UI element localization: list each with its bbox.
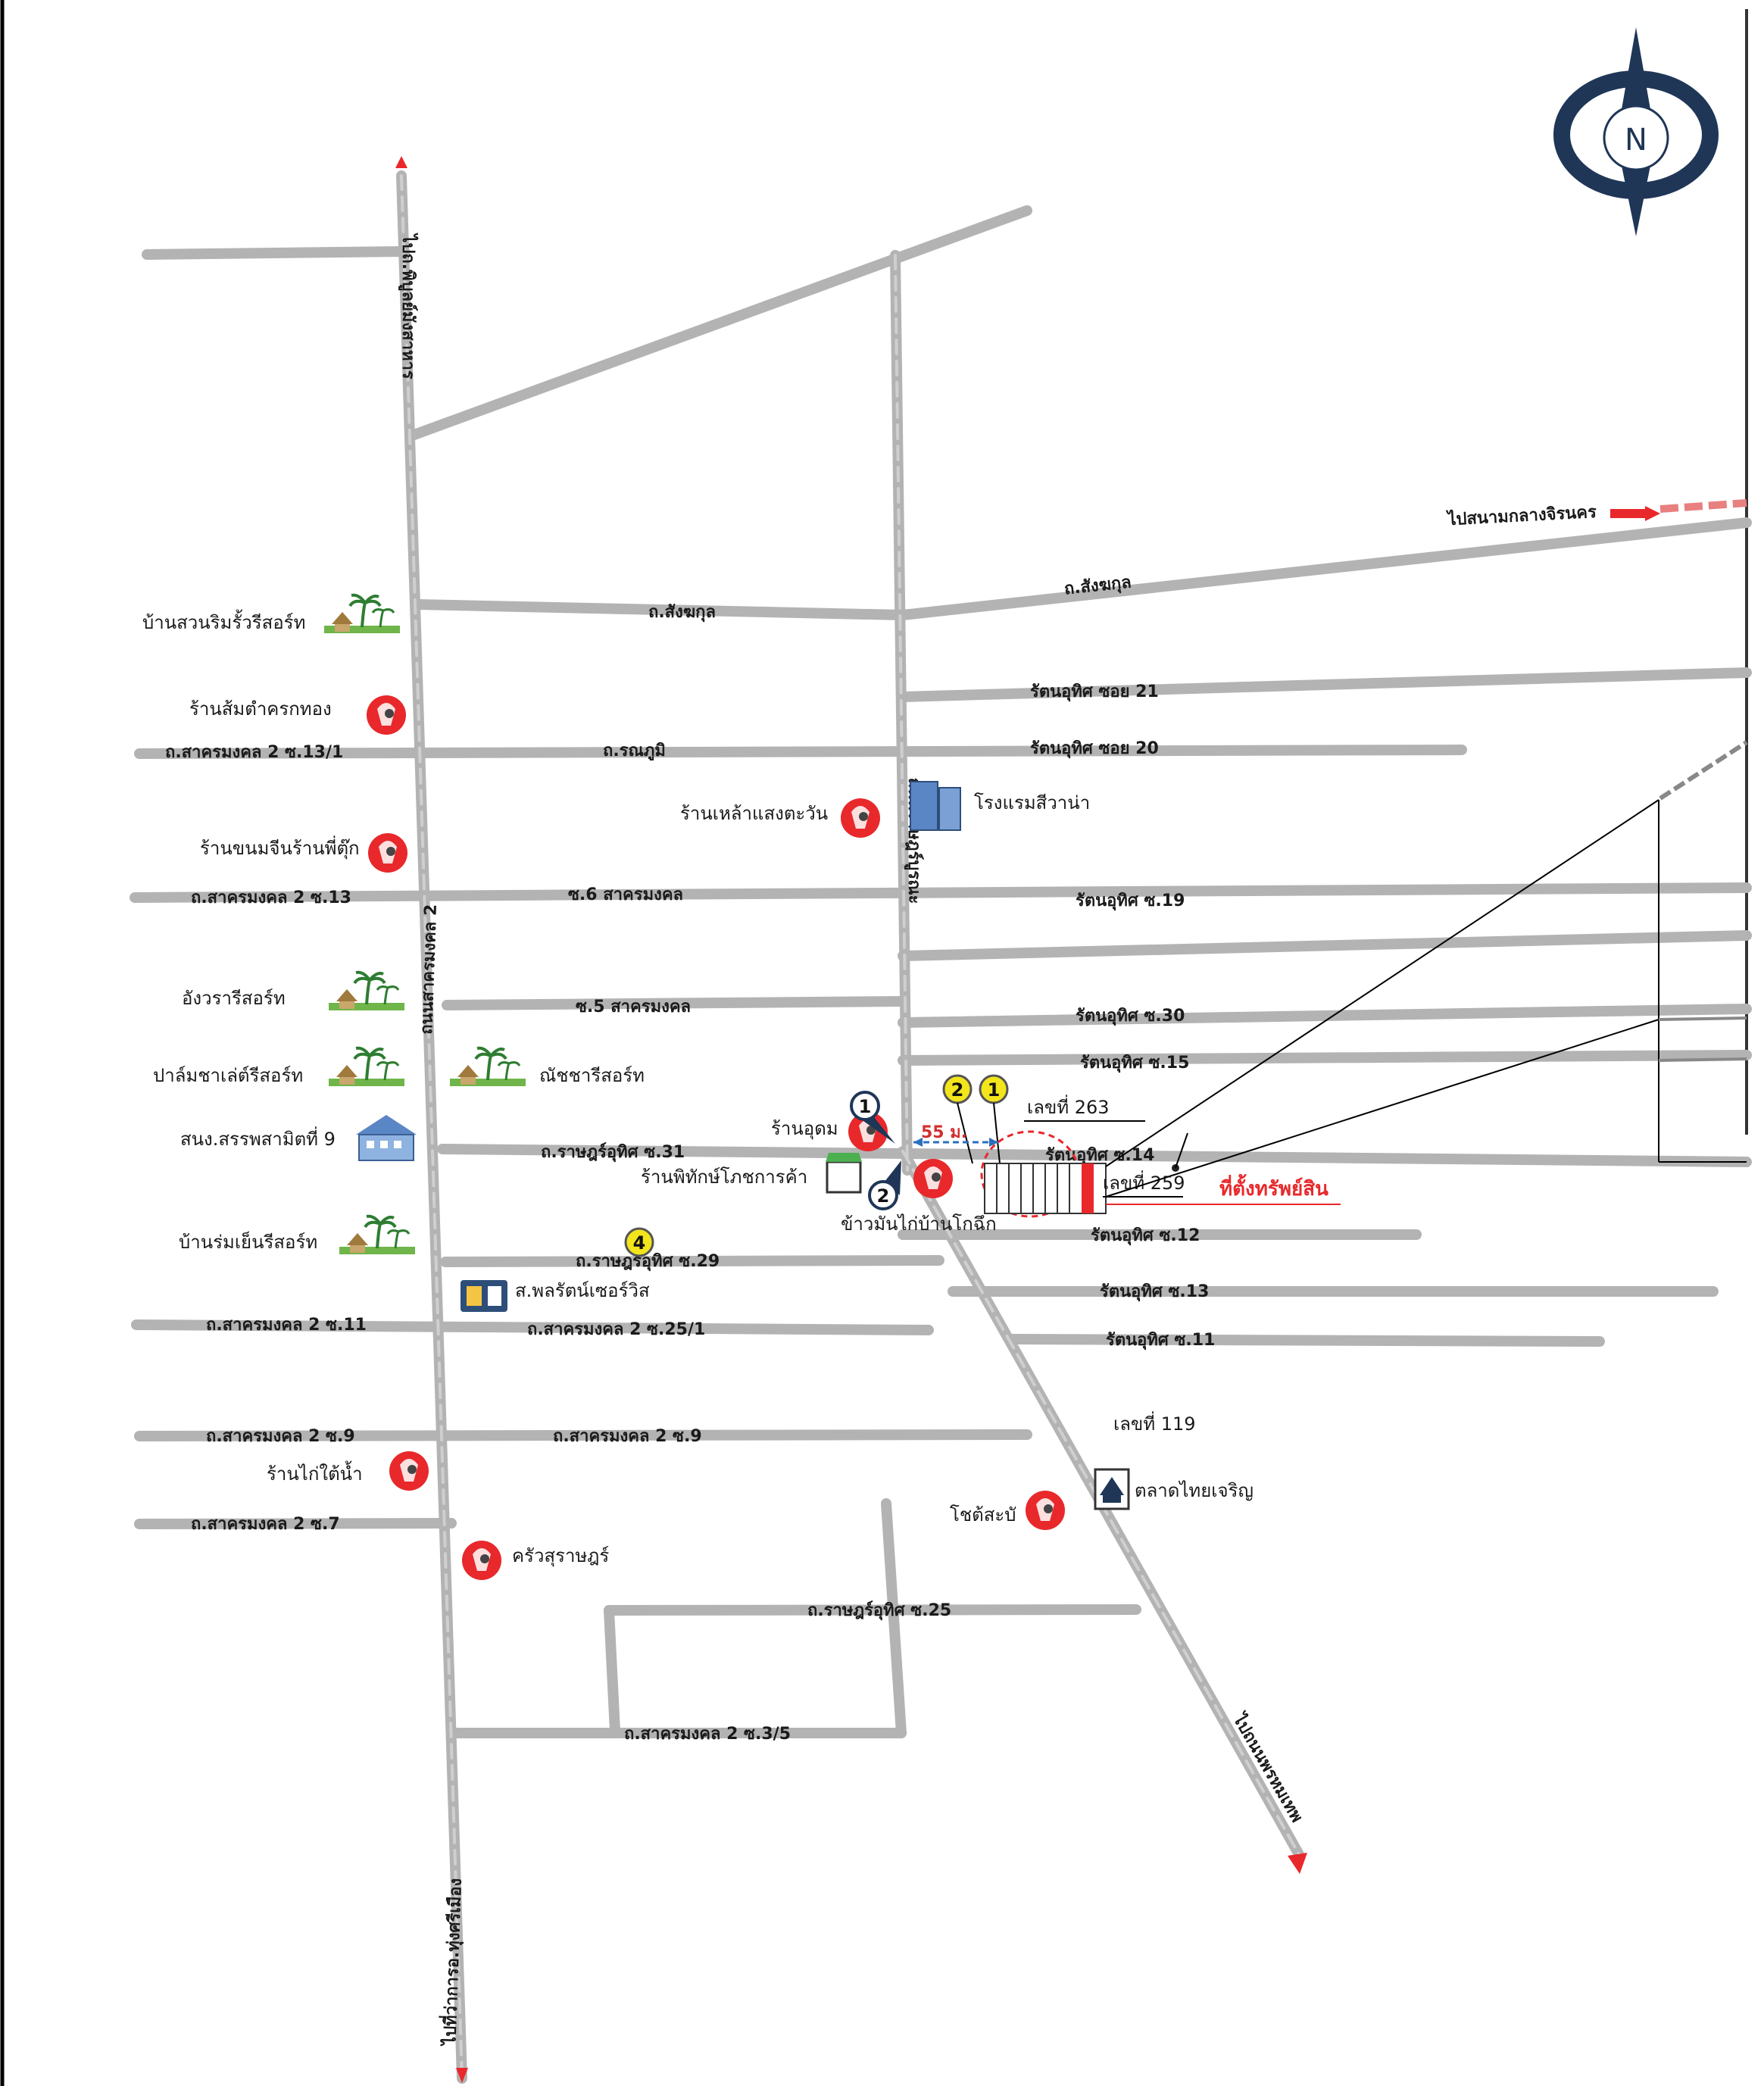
restaurant-pin-icon	[913, 1159, 953, 1198]
road-network	[130, 170, 1752, 2084]
office-building-icon	[356, 1115, 417, 1161]
road-label-sakhon-13-1: ถ.สาครมงคล 2 ซ.13/1	[165, 743, 343, 762]
restaurant-pin-icon	[841, 798, 880, 838]
place-office: สนง.สรรพสามิตที่ 9	[180, 1126, 336, 1150]
road-label-rattana-11: รัตนอุทิศ ซ.11	[1106, 1331, 1215, 1351]
svg-text:2: 2	[877, 1185, 890, 1207]
distance-indicator: 55 ม.	[913, 1123, 998, 1147]
road-label-sakhon-9b: ถ.สาครมงคล 2 ซ.9	[553, 1427, 702, 1446]
road-label-ronaphum: ถ.รณภูมิ	[603, 742, 666, 761]
svg-text:1: 1	[988, 1079, 1001, 1101]
marker-1-icon: 1	[850, 1091, 895, 1144]
place-somtam: ร้านส้มตำครกทอง	[189, 698, 332, 720]
property-location	[980, 1130, 1107, 1218]
place-palm: ปาล์มชาเล่ต์รีสอร์ท	[153, 1065, 303, 1086]
road-label-sakhon-13: ถ.สาครมงคล 2 ซ.13	[191, 888, 351, 907]
house-number-263: เลขที่ 263	[1027, 1095, 1110, 1118]
road-label-rattana-13: รัตนอุทิศ ซ.13	[1100, 1282, 1209, 1302]
restaurant-pin-icon	[1026, 1491, 1065, 1530]
yellow-marker-1-icon: 1	[979, 1074, 1009, 1104]
road-end-arrows	[395, 156, 1660, 2083]
road-label-sakhon-3-5: ถ.สาครมงคล 2 ซ.3/5	[624, 1725, 791, 1744]
restaurant-pin-icon	[462, 1541, 501, 1580]
pointer-line	[957, 1102, 973, 1164]
place-udom: ร้านอุดม	[771, 1118, 838, 1140]
restaurant-pin-icon	[368, 833, 407, 873]
place-phonrat: ส.พลรัตน์เซอร์วิส	[515, 1280, 650, 1301]
yellow-marker-4-icon: 4	[624, 1227, 654, 1257]
road-label-sakhonmongkhon2: ถนนสาครมงคล 2	[417, 904, 441, 1035]
place-khanomjeen: ร้านขนมจีนร้านพี่ตุ๊ก	[200, 835, 360, 860]
resort-icon	[338, 1214, 417, 1256]
place-khrua: ครัวสุราษฎร์	[512, 1545, 609, 1567]
road-label-ratsadon-29: ถ.ราษฎร์อุทิศ ซ.29	[576, 1251, 720, 1272]
place-chotsab: โชต้สะบั	[950, 1504, 1016, 1525]
yellow-marker-2-icon: 2	[942, 1074, 973, 1104]
callout-lines	[1105, 740, 1748, 1198]
place-khaoman: ข้าวมันไก่บ้านโกฉึก	[841, 1213, 997, 1235]
resort-icon	[323, 593, 401, 635]
svg-text:2: 2	[951, 1079, 964, 1101]
svg-text:1: 1	[859, 1096, 872, 1117]
compass-letter: N	[1625, 123, 1647, 158]
road-label-soi6: ซ.6 สาครมงคล	[568, 885, 683, 904]
resort-icon	[448, 1046, 527, 1088]
place-natcha: ณัชชารีสอร์ท	[539, 1065, 645, 1086]
svg-text:55 ม.: 55 ม.	[921, 1123, 967, 1142]
place-market: ตลาดไทยเจริญ	[1135, 1480, 1254, 1501]
road-label-sakhon-25-1: ถ.สาครมงคล 2 ซ.25/1	[527, 1320, 705, 1339]
road-label-rattana-14: รัตนอุทิศ ซ.14	[1045, 1146, 1154, 1166]
road-label-rattana-15: รัตนอุทิศ ซ.15	[1080, 1054, 1189, 1073]
resort-icon	[327, 1046, 406, 1088]
road-label-stadium: ไปสนามกลางจิรนคร	[1446, 501, 1597, 529]
road-label-sakhon-9a: ถ.สาครมงคล 2 ซ.9	[206, 1427, 355, 1446]
road-label-rattana-19: รัตนอุทิศ ซ.19	[1076, 892, 1185, 911]
property-label: ที่ตั้งทรัพย์สิน	[1219, 1173, 1328, 1201]
road-label-soi5: ซ.5 สาครมงคล	[576, 998, 691, 1016]
pointer-line	[993, 1102, 1001, 1164]
restaurant-pin-icon	[389, 1451, 429, 1491]
gas-station-icon	[461, 1280, 507, 1312]
road-label-rattana-21: รัตนอุทิศ ซอย 21	[1030, 682, 1159, 702]
road-label-sakhon-7: ถ.สาครมงคล 2 ซ.7	[191, 1515, 340, 1534]
market-icon	[1094, 1468, 1130, 1510]
place-ban-suan: บ้านสวนริมรั้วรีสอร์ท	[142, 609, 305, 633]
place-phithak: ร้านพิทักษ์โภชการค้า	[641, 1166, 807, 1188]
road-label-sakhon-11: ถ.สาครมงคล 2 ซ.11	[206, 1316, 367, 1335]
place-kai: ร้านไก่ใต้น้ำ	[267, 1460, 363, 1485]
road-label-phibun: ไปถ.พิบูลย์มังสาหาร	[398, 233, 419, 379]
place-beer: ร้านเหล้าแสงตะวัน	[680, 803, 828, 824]
road-label-rattana-12: รัตนอุทิศ ซ.12	[1091, 1226, 1200, 1246]
stadium-road-end	[1659, 499, 1747, 513]
restaurant-pin-icon	[367, 695, 406, 735]
svg-text:4: 4	[633, 1232, 646, 1254]
road-label-rattana-30: รัตนอุทิศ ซ.30	[1076, 1007, 1185, 1026]
place-angwara: อังวรารีสอร์ท	[182, 988, 286, 1009]
house-number-259: เลขที่ 259	[1103, 1170, 1185, 1194]
marker-2-icon: 2	[868, 1160, 901, 1210]
road-label-sangkhakul-1: ถ.สังฆกุล	[648, 603, 716, 623]
road-label-ratsadon-31: ถ.ราษฎร์อุทิศ ซ.31	[541, 1142, 685, 1163]
road-label-ratsadon-25: ถ.ราษฎร์อุทิศ ซ.25	[807, 1600, 951, 1621]
place-rom-yen: บ้านร่มเย็นรีสอร์ท	[179, 1231, 317, 1253]
resort-icon	[327, 970, 406, 1012]
road-label-rattana-20: รัตนอุทิศ ซอย 20	[1030, 739, 1159, 759]
north-compass-icon: N	[1553, 27, 1719, 236]
place-hotel: โรงแรมสีวาน่า	[974, 792, 1090, 813]
hotel-icon	[910, 781, 961, 831]
house-number-119: เลขที่ 119	[1113, 1411, 1196, 1435]
pointer-line	[1175, 1132, 1188, 1169]
shop-icon	[826, 1153, 862, 1194]
